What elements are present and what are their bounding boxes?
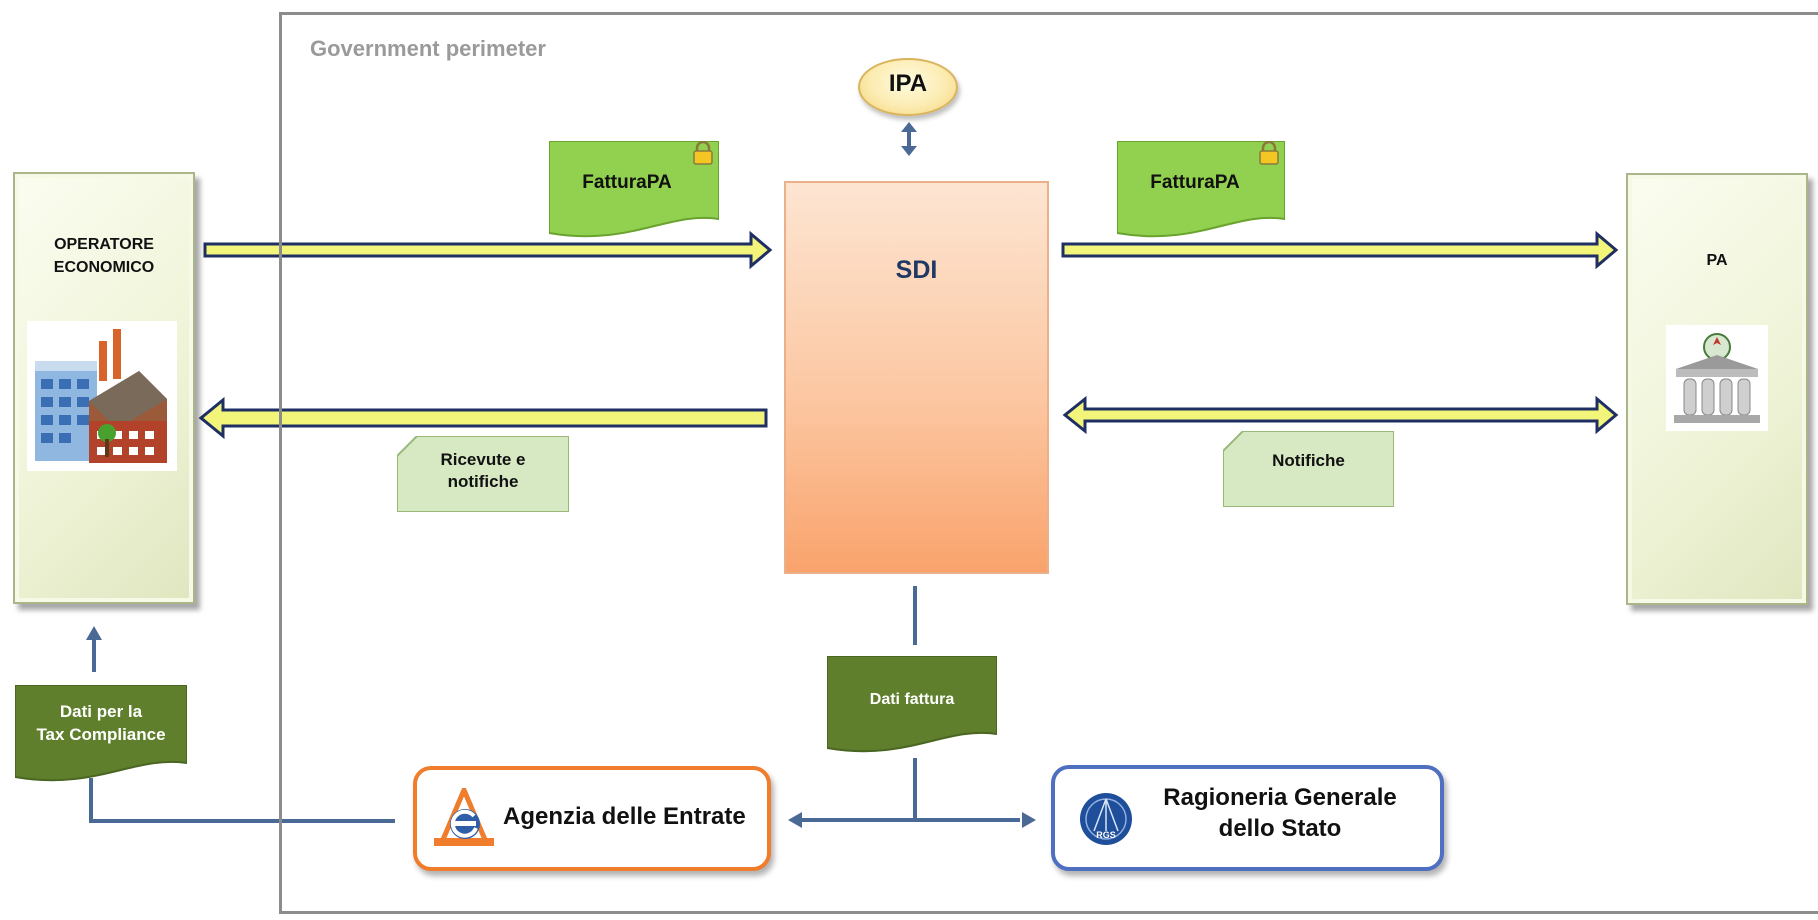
perimeter-label: Government perimeter xyxy=(310,36,546,61)
sdi-title: SDI xyxy=(895,256,938,284)
ipa-label: IPA xyxy=(888,70,928,97)
arrow-sdi-pa-bidirectional xyxy=(1062,395,1619,435)
dati-fattura-doc xyxy=(827,656,997,753)
fattura-doc-right xyxy=(1117,141,1285,238)
ipa-sdi-double-arrow xyxy=(901,122,917,156)
operatore-economico-title: OPERATORE ECONOMICO xyxy=(53,236,155,276)
ricevute-doc xyxy=(397,436,569,512)
arrow-sdi-to-pa xyxy=(1061,230,1619,270)
pa-title: PA xyxy=(1706,252,1728,269)
rgs-logo-icon: RGS xyxy=(1080,793,1132,845)
government-perimeter xyxy=(279,12,1818,914)
arrow-operatore-to-sdi xyxy=(203,230,773,270)
agenzia-entrate-label: Agenzia delle Entrate xyxy=(503,803,746,830)
dati-fattura-label: Dati fattura xyxy=(869,691,955,708)
ipa-ellipse xyxy=(858,58,958,116)
rgs-label: Ragioneria Generale dello Stato xyxy=(1163,784,1397,842)
arrow-to-operatore-up xyxy=(86,626,102,640)
government-building-icon xyxy=(1666,325,1768,431)
ricevute-label: Ricevute e notifiche xyxy=(440,450,526,491)
factory-building-icon xyxy=(27,321,177,471)
lock-icon xyxy=(1259,141,1279,165)
arrow-to-agenzia xyxy=(788,812,802,828)
agenzia-entrate-logo-icon xyxy=(434,788,494,846)
notifiche-doc xyxy=(1223,431,1394,507)
fattura-right-label: FatturaPA xyxy=(1150,172,1240,193)
rgs-logo-text: RGS xyxy=(1096,830,1116,840)
fattura-doc-left xyxy=(549,141,719,238)
dati-tax-label: Dati per la Tax Compliance xyxy=(36,702,166,744)
sdi-box xyxy=(784,181,1049,574)
lock-icon xyxy=(693,141,713,165)
dati-tax-doc xyxy=(15,685,187,782)
notifiche-label: Notifiche xyxy=(1272,451,1345,470)
agenzia-to-operatore-line xyxy=(89,640,395,823)
sdi-data-flow-lines xyxy=(800,586,1020,822)
arrow-sdi-to-operatore xyxy=(198,396,768,440)
fattura-left-label: FatturaPA xyxy=(582,172,672,193)
arrow-to-rgs xyxy=(1022,812,1036,828)
